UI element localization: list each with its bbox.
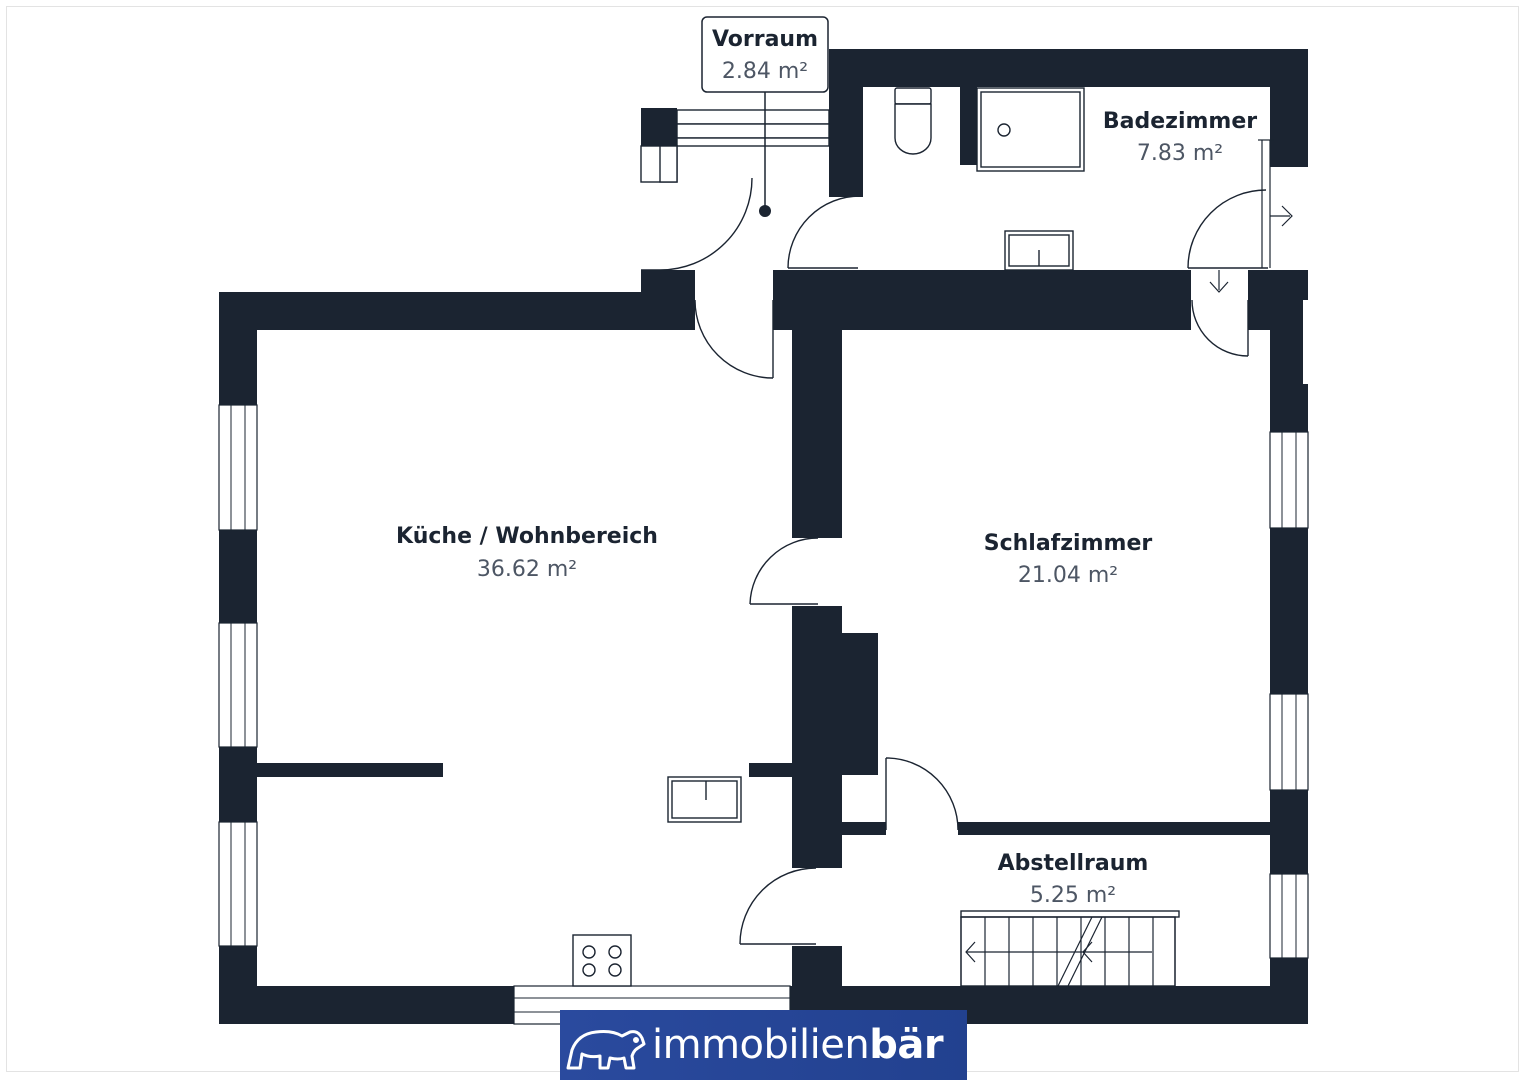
shower-icon — [976, 87, 1085, 172]
windows — [218, 404, 1309, 1025]
stove-icon — [572, 934, 632, 987]
room-name-schlafzimmer: Schlafzimmer — [984, 531, 1153, 556]
brand-name-bold: bär — [869, 1022, 944, 1068]
sink-icon — [1004, 230, 1074, 271]
room-labels: Vorraum 2.84 m² Badezimmer 7.83 m² Küche… — [396, 27, 1257, 908]
staircase-icon — [960, 910, 1180, 987]
room-area-vorraum: 2.84 m² — [722, 59, 808, 84]
toilet-icon — [894, 87, 932, 155]
doors — [641, 177, 1268, 945]
room-area-abstellraum: 5.25 m² — [1030, 883, 1116, 908]
entrance-steps — [676, 109, 830, 125]
window-panes — [230, 405, 1297, 1013]
bear-icon — [566, 1030, 646, 1070]
room-area-kueche: 36.62 m² — [477, 557, 577, 582]
logo-background — [560, 1010, 967, 1080]
walls — [219, 49, 1311, 1024]
brand-logo: immobilienbär — [560, 1010, 967, 1080]
room-area-schlafzimmer: 21.04 m² — [1018, 563, 1118, 588]
room-area-badezimmer: 7.83 m² — [1137, 141, 1223, 166]
kitchen-sink-icon — [667, 776, 742, 823]
room-name-kueche: Küche / Wohnbereich — [396, 524, 658, 549]
room-name-badezimmer: Badezimmer — [1103, 109, 1257, 134]
room-name-vorraum: Vorraum — [712, 27, 818, 52]
bath-partition — [1209, 139, 1293, 293]
callout-dot-icon — [759, 205, 771, 217]
fixtures — [572, 87, 1180, 987]
brand-name: immobilienbär — [652, 1022, 944, 1068]
room-name-abstellraum: Abstellraum — [998, 851, 1149, 876]
vorraum-callout — [701, 16, 829, 217]
stair-treads — [960, 916, 1176, 987]
brand-name-light: immobilien — [652, 1022, 870, 1068]
